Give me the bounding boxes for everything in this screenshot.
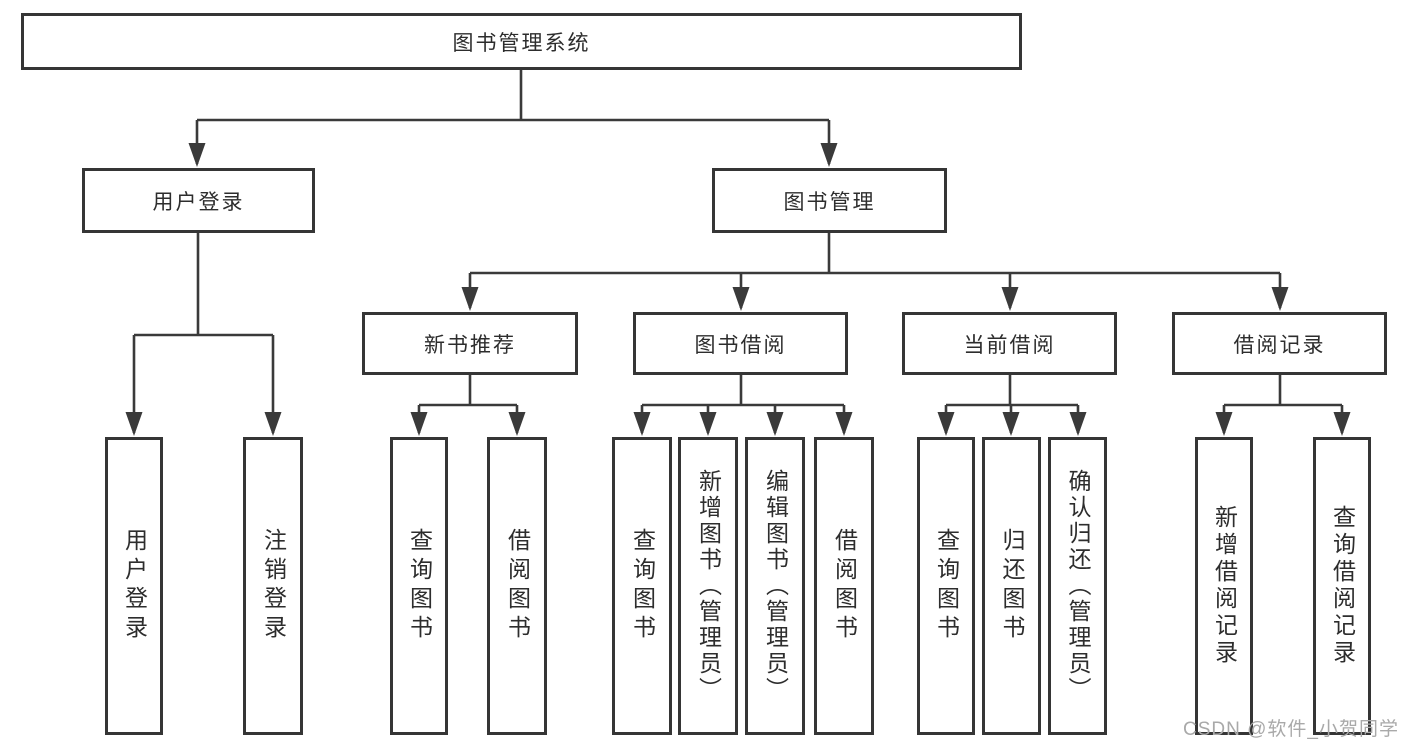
node-user-login: 用户登录 [82,168,315,233]
leaf-borrow-book: 借阅图书 [814,437,874,735]
csdn-watermark: CSDN @软件_小贺同学 [1183,719,1399,740]
leaf-query-book-current: 查询图书 [917,437,975,735]
node-new-book-recommend: 新书推荐 [362,312,578,375]
leaf-confirm-return-admin: 确认归还（管理员） [1048,437,1107,735]
node-book-management: 图书管理 [712,168,947,233]
leaf-add-borrow-record: 新增借阅记录 [1195,437,1253,735]
leaf-return-book: 归还图书 [982,437,1041,735]
leaf-logout: 注销登录 [243,437,303,735]
node-current-borrow: 当前借阅 [902,312,1117,375]
leaf-borrow-book-recommend: 借阅图书 [487,437,547,735]
leaf-edit-book-admin: 编辑图书（管理员） [745,437,805,735]
leaf-add-book-admin: 新增图书（管理员） [678,437,738,735]
leaf-query-book-recommend: 查询图书 [390,437,448,735]
leaf-query-book-borrow: 查询图书 [612,437,672,735]
leaf-user-login: 用户登录 [105,437,163,735]
node-borrow-record: 借阅记录 [1172,312,1387,375]
leaf-query-borrow-record: 查询借阅记录 [1313,437,1371,735]
node-root: 图书管理系统 [21,13,1022,70]
node-book-borrow: 图书借阅 [633,312,848,375]
